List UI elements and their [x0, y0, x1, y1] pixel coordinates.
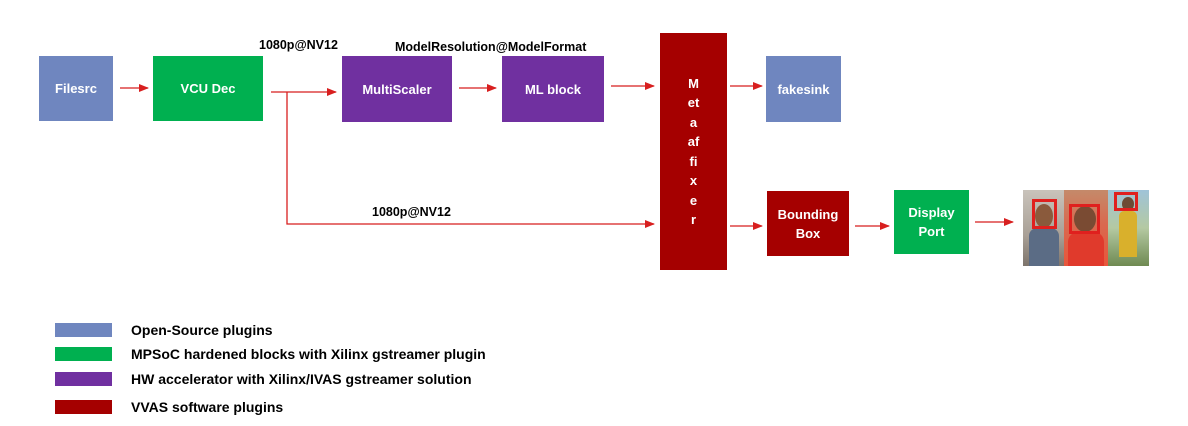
- legend-swatch-open-source: [55, 323, 112, 337]
- node-bounding-box: Bounding Box: [767, 191, 849, 256]
- person-right: [1122, 197, 1134, 211]
- node-fakesink-label: fakesink: [777, 81, 830, 97]
- node-fakesink: fakesink: [766, 56, 841, 122]
- photo-panel-left: [1023, 190, 1064, 266]
- face-bbox-left: [1032, 199, 1057, 229]
- photo-panel-right: [1108, 190, 1149, 266]
- edge-label-vcu-metaaffixer: 1080p@NV12: [372, 205, 451, 219]
- face-bbox-middle: [1069, 204, 1100, 234]
- legend-text-vvas: VVAS software plugins: [131, 399, 284, 415]
- node-filesrc: Filesrc: [39, 56, 113, 121]
- node-vcu-dec: VCU Dec: [153, 56, 263, 121]
- legend-text-mpsoc: MPSoC hardened blocks with Xilinx gstrea…: [131, 346, 486, 362]
- person-middle: [1074, 206, 1096, 232]
- edge-vcu-metaaffixer: [286, 92, 655, 228]
- person-left: [1035, 204, 1053, 228]
- node-multiscaler-label: MultiScaler: [362, 81, 432, 97]
- photo-panel-middle: [1064, 190, 1108, 266]
- node-vcu-dec-label: VCU Dec: [180, 81, 236, 96]
- node-ml-block: ML block: [502, 56, 604, 122]
- person-left-body: [1029, 228, 1059, 266]
- node-metaaffixer-label: Metaaffixer: [687, 75, 700, 228]
- edge-label-vcu-multiscaler: 1080p@NV12: [259, 38, 338, 52]
- person-right-body: [1119, 211, 1137, 257]
- node-filesrc-label: Filesrc: [55, 81, 97, 96]
- legend-text-hw-accel: HW accelerator with Xilinx/IVAS gstreame…: [131, 371, 472, 387]
- legend-swatch-vvas: [55, 400, 112, 414]
- node-multiscaler: MultiScaler: [342, 56, 452, 122]
- legend-swatch-hw-accel: [55, 372, 112, 386]
- legend-text-open-source: Open-Source plugins: [131, 322, 273, 338]
- legend-swatch-mpsoc: [55, 347, 112, 361]
- node-metaaffixer: Metaaffixer: [660, 33, 727, 270]
- node-display-port: Display Port: [894, 190, 969, 254]
- node-display-port-label: Display Port: [908, 205, 955, 239]
- face-bbox-right: [1114, 192, 1138, 211]
- person-middle-body: [1068, 232, 1104, 266]
- node-bounding-box-label: Bounding Box: [777, 206, 839, 241]
- detected-faces-photo: [1023, 190, 1149, 266]
- edge-label-multiscaler-ml: ModelResolution@ModelFormat: [395, 40, 587, 54]
- node-ml-block-label: ML block: [524, 81, 582, 97]
